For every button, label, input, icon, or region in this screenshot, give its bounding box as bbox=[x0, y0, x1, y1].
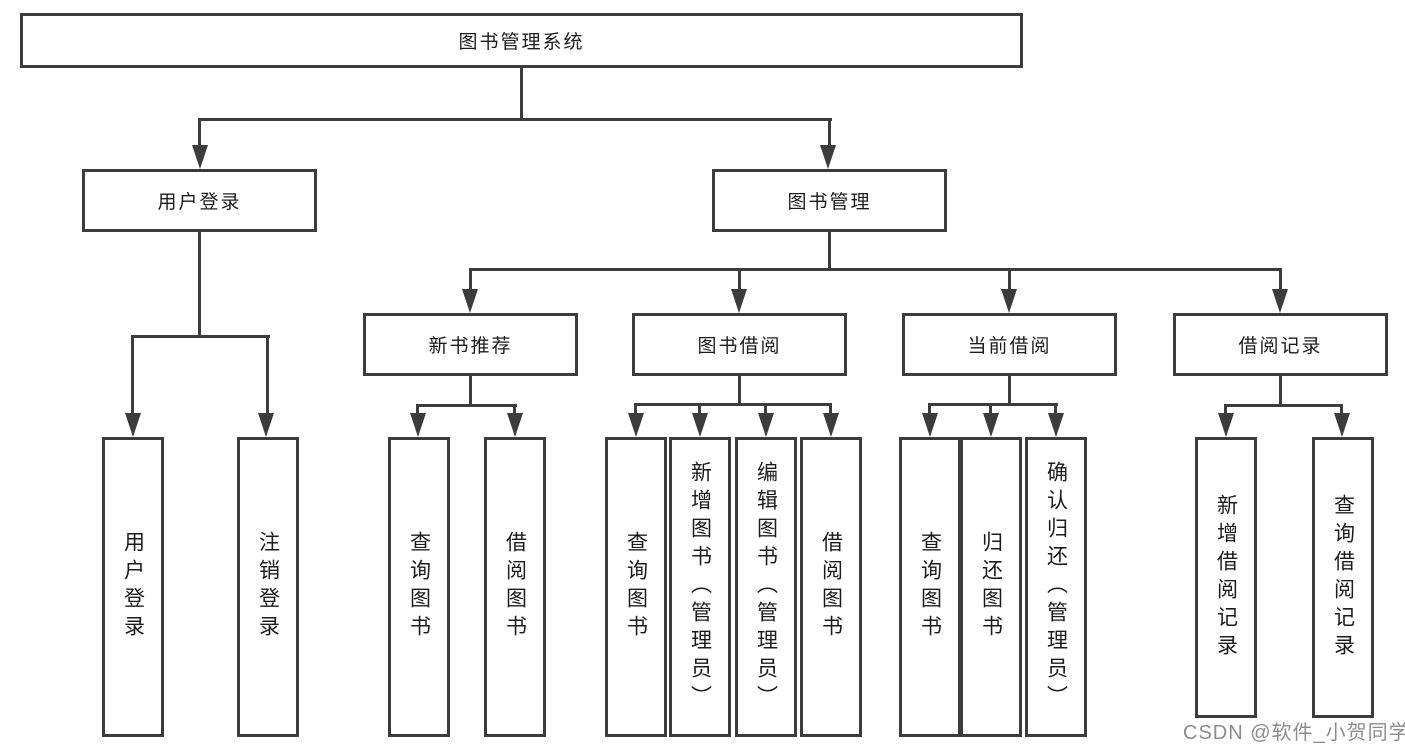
arrow-down-icon bbox=[125, 413, 141, 437]
arrow-down-icon bbox=[823, 413, 839, 437]
node-current-borrowing: 当前借阅 bbox=[902, 313, 1117, 376]
leaf-newbooks-query-label: 查询图书 bbox=[407, 531, 431, 643]
arrow-down-icon bbox=[462, 289, 478, 313]
connector-records-stem bbox=[1279, 376, 1282, 406]
node-book-borrowing-label: 图书借阅 bbox=[697, 336, 782, 357]
node-book-borrowing: 图书借阅 bbox=[632, 313, 847, 376]
leaf-borrowing-query-label: 查询图书 bbox=[624, 531, 648, 643]
arrow-down-icon bbox=[692, 413, 708, 437]
connector-leaf-shaft bbox=[634, 403, 637, 415]
leaf-current-query-label: 查询图书 bbox=[918, 531, 942, 643]
leaf-borrowing-query: 查询图书 bbox=[605, 437, 667, 737]
connector-current-rail bbox=[928, 403, 1058, 406]
connector-leaf-shaft bbox=[1340, 404, 1343, 416]
arrow-down-icon bbox=[507, 413, 523, 437]
connector-login-stem bbox=[198, 232, 201, 338]
connector-current-stem bbox=[1008, 376, 1011, 405]
connector-mgmt-shaft bbox=[828, 118, 831, 148]
connector-leaf-shaft bbox=[764, 403, 767, 415]
connector-leaf-shaft bbox=[1224, 404, 1227, 416]
connector-borrowing-rail bbox=[634, 403, 832, 406]
node-book-management-label: 图书管理 bbox=[787, 192, 872, 213]
connector-leaf-shaft bbox=[513, 404, 516, 416]
node-borrow-records: 借阅记录 bbox=[1173, 313, 1388, 376]
arrow-down-icon bbox=[758, 413, 774, 437]
connector-login-rail bbox=[132, 335, 270, 338]
leaf-newbooks-query: 查询图书 bbox=[388, 437, 450, 737]
leaf-logout: 注销登录 bbox=[237, 437, 299, 737]
connector-root-stem bbox=[520, 68, 523, 120]
node-new-book-recommend-label: 新书推荐 bbox=[428, 336, 513, 357]
arrow-down-icon bbox=[1272, 289, 1288, 313]
connector-level2-rail bbox=[199, 118, 832, 121]
leaf-borrowing-edit-label: 编辑图书（管理员） bbox=[754, 461, 778, 713]
node-user-login-label: 用户登录 bbox=[157, 192, 242, 213]
leaf-current-return: 归还图书 bbox=[960, 437, 1022, 737]
connector-records-shaft bbox=[1279, 268, 1282, 291]
leaf-borrowing-add: 新增图书（管理员） bbox=[669, 437, 731, 737]
leaf-user-login: 用户登录 bbox=[102, 437, 164, 737]
leaf-borrowing-edit: 编辑图书（管理员） bbox=[735, 437, 797, 737]
connector-newbooks-shaft bbox=[469, 268, 472, 291]
arrow-down-icon bbox=[731, 289, 747, 313]
connector-leaf-shaft bbox=[131, 335, 134, 415]
leaf-borrowing-add-label: 新增图书（管理员） bbox=[688, 461, 712, 713]
leaf-records-add-label: 新增借阅记录 bbox=[1214, 493, 1238, 662]
connector-leaf-shaft bbox=[416, 404, 419, 416]
connector-leaf-shaft bbox=[829, 403, 832, 415]
leaf-user-login-label: 用户登录 bbox=[121, 531, 145, 643]
leaf-logout-label: 注销登录 bbox=[256, 531, 280, 643]
arrow-down-icon bbox=[820, 145, 836, 169]
arrow-down-icon bbox=[1334, 413, 1350, 437]
leaf-borrowing-borrow-label: 借阅图书 bbox=[819, 531, 843, 643]
arrow-down-icon bbox=[258, 413, 274, 437]
csdn-watermark: CSDN @软件_小贺同学 bbox=[1183, 722, 1405, 744]
connector-newbooks-rail bbox=[417, 404, 517, 407]
connector-mgmt-stem bbox=[828, 232, 831, 271]
connector-current-shaft bbox=[1008, 268, 1011, 291]
connector-borrowing-stem bbox=[738, 376, 741, 405]
node-current-borrowing-label: 当前借阅 bbox=[967, 336, 1052, 357]
connector-leaf-shaft bbox=[698, 403, 701, 415]
arrow-down-icon bbox=[192, 145, 208, 169]
connector-records-rail bbox=[1224, 404, 1343, 407]
arrow-down-icon bbox=[1048, 413, 1064, 437]
connector-leaf-shaft bbox=[266, 335, 269, 415]
leaf-borrowing-borrow: 借阅图书 bbox=[800, 437, 862, 737]
leaf-records-query: 查询借阅记录 bbox=[1312, 437, 1374, 718]
leaf-current-confirm-label: 确认归还（管理员） bbox=[1044, 461, 1068, 713]
arrow-down-icon bbox=[1001, 289, 1017, 313]
leaf-records-add: 新增借阅记录 bbox=[1195, 437, 1257, 718]
leaf-current-return-label: 归还图书 bbox=[979, 531, 1003, 643]
leaf-records-query-label: 查询借阅记录 bbox=[1331, 493, 1355, 662]
node-user-login: 用户登录 bbox=[82, 169, 317, 232]
leaf-newbooks-borrow: 借阅图书 bbox=[484, 437, 546, 737]
leaf-current-confirm: 确认归还（管理员） bbox=[1025, 437, 1087, 737]
connector-leaf-shaft bbox=[928, 403, 931, 415]
node-root-label: 图书管理系统 bbox=[458, 32, 585, 53]
node-borrow-records-label: 借阅记录 bbox=[1238, 336, 1323, 357]
arrow-down-icon bbox=[922, 413, 938, 437]
arrow-down-icon bbox=[410, 413, 426, 437]
connector-leaf-shaft bbox=[989, 403, 992, 415]
leaf-newbooks-borrow-label: 借阅图书 bbox=[503, 531, 527, 643]
arrow-down-icon bbox=[628, 413, 644, 437]
node-new-book-recommend: 新书推荐 bbox=[363, 313, 578, 376]
connector-borrowing-shaft bbox=[738, 268, 741, 291]
leaf-current-query: 查询图书 bbox=[899, 437, 961, 737]
node-root: 图书管理系统 bbox=[20, 13, 1023, 68]
node-book-management: 图书管理 bbox=[712, 169, 947, 232]
arrow-down-icon bbox=[1218, 413, 1234, 437]
connector-leaf-shaft bbox=[1054, 403, 1057, 415]
connector-newbooks-stem bbox=[469, 376, 472, 406]
connector-login-shaft bbox=[198, 118, 201, 148]
connector-level3-rail bbox=[469, 268, 1282, 271]
arrow-down-icon bbox=[983, 413, 999, 437]
